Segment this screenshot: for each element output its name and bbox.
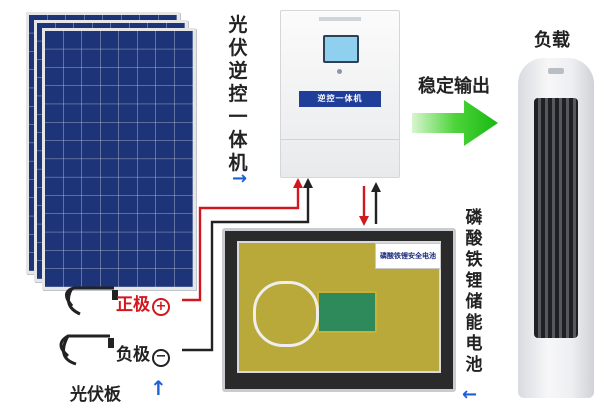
negative-terminal-label: 负极− [116,340,170,367]
minus-circle-icon: − [152,349,170,367]
load-label: 负载 [534,30,570,51]
battery-wires [253,281,319,347]
inverter-unit: 逆控一体机 [280,10,400,178]
battery-unit: 磷酸铁锂安全电池 [222,228,456,392]
output-label: 稳定输出 [418,76,490,97]
positive-connector [65,286,114,316]
battery-tag: 磷酸铁锂安全电池 [375,243,441,269]
inverter-vertical-label: 光伏逆控一体机 [228,14,248,174]
positive-wire [182,180,300,302]
positive-terminal-label: 正极+ [116,290,170,316]
inverter-screen [323,35,359,63]
pv-panel-label: 光伏板 [70,385,121,405]
blue-up-arrow-icon: ↑ [150,376,167,400]
green-right-arrow-icon [412,100,498,146]
inverter-front-label: 逆控一体机 [299,91,381,107]
blue-left-arrow-icon: ← [462,384,478,405]
negative-wire [182,180,310,352]
ac-display-icon [548,68,564,74]
battery-bms-board [317,291,377,333]
air-conditioner [518,58,594,398]
plus-circle-icon: + [152,298,170,316]
battery-vertical-label: 磷酸铁锂储能电池 [465,208,483,375]
blue-right-arrow-icon: → [232,168,248,189]
status-led-icon [337,69,342,74]
solar-panel-front [42,28,196,290]
negative-connector [59,334,110,366]
